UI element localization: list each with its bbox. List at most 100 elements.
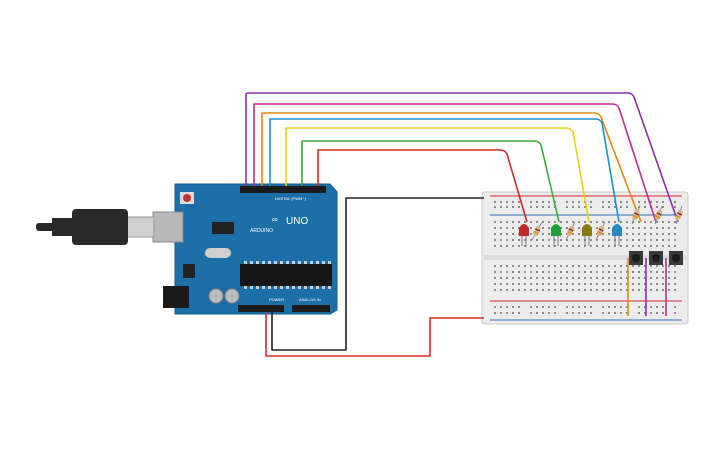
terminal-hole (572, 233, 574, 235)
chip-pin (280, 261, 283, 264)
pushbutton-3 (669, 251, 683, 265)
terminal-hole (578, 233, 580, 235)
terminal-hole (596, 265, 598, 267)
reset-button-cap (183, 194, 191, 202)
usb-plug-icon (36, 209, 155, 245)
terminal-hole (590, 239, 592, 241)
terminal-hole (674, 245, 676, 247)
rail-hole (662, 312, 664, 314)
resistor-body (533, 226, 541, 236)
rail-hole (614, 206, 616, 208)
terminal-hole (662, 239, 664, 241)
rail-hole (548, 312, 550, 314)
terminal-hole (566, 277, 568, 279)
terminal-hole (494, 265, 496, 267)
terminal-hole (554, 289, 556, 291)
terminal-hole (596, 221, 598, 223)
rail-hole (536, 306, 538, 308)
terminal-hole (572, 245, 574, 247)
rail-hole (656, 206, 658, 208)
rail-hole (572, 306, 574, 308)
terminal-hole (536, 245, 538, 247)
terminal-hole (668, 277, 670, 279)
terminal-hole (500, 227, 502, 229)
terminal-hole (500, 239, 502, 241)
rail-hole (530, 306, 532, 308)
terminal-hole (560, 277, 562, 279)
terminal-hole (638, 221, 640, 223)
terminal-hole (632, 239, 634, 241)
power-header-strip (238, 305, 284, 312)
resistor (654, 205, 663, 225)
terminal-hole (602, 271, 604, 273)
terminal-hole (524, 265, 526, 267)
resistor-band (534, 228, 541, 232)
terminal-hole (506, 239, 508, 241)
terminal-hole (560, 283, 562, 285)
terminal-hole (662, 221, 664, 223)
terminal-hole (566, 227, 568, 229)
terminal-hole (578, 245, 580, 247)
terminal-hole (536, 277, 538, 279)
center-channel (484, 255, 686, 260)
terminal-hole (608, 227, 610, 229)
terminal-hole (650, 277, 652, 279)
rail-hole (494, 306, 496, 308)
terminal-hole (554, 283, 556, 285)
chip-pin (274, 261, 277, 264)
terminal-hole (542, 227, 544, 229)
terminal-hole (518, 289, 520, 291)
chip-pin (268, 261, 271, 264)
led-body (612, 224, 622, 236)
rail-hole (548, 306, 550, 308)
terminal-hole (674, 221, 676, 223)
resistor-band (655, 214, 661, 219)
usb-cable-strain-relief (52, 218, 74, 236)
terminal-hole (644, 271, 646, 273)
terminal-hole (626, 245, 628, 247)
pushbutton-cap (672, 254, 680, 262)
terminal-hole (560, 245, 562, 247)
terminal-hole (554, 239, 556, 241)
rail-hole (590, 201, 592, 203)
terminal-hole (632, 245, 634, 247)
terminal-hole (500, 277, 502, 279)
terminal-hole (572, 289, 574, 291)
chip-pin (256, 261, 259, 264)
terminal-hole (500, 265, 502, 267)
terminal-hole (584, 271, 586, 273)
rail-hole (512, 206, 514, 208)
terminal-hole (602, 283, 604, 285)
resistor-body (566, 226, 575, 236)
rail-hole (566, 312, 568, 314)
terminal-hole (596, 283, 598, 285)
terminal-hole (674, 277, 676, 279)
terminal-hole (614, 277, 616, 279)
terminal-hole (566, 289, 568, 291)
terminal-hole (590, 283, 592, 285)
rail-hole (674, 206, 676, 208)
terminal-hole (494, 233, 496, 235)
rail-hole (500, 201, 502, 203)
terminal-hole (650, 271, 652, 273)
terminal-hole (620, 277, 622, 279)
terminal-hole (638, 233, 640, 235)
capacitor-left (208, 288, 224, 304)
wire-purple (245, 92, 679, 223)
pushbuttons (629, 251, 683, 265)
analog-header-strip (292, 305, 330, 312)
terminal-hole (638, 277, 640, 279)
terminal-hole (638, 245, 640, 247)
rail-hole (542, 206, 544, 208)
rail-hole (662, 201, 664, 203)
rail-hole (584, 312, 586, 314)
rail-hole (506, 312, 508, 314)
resistor-band (676, 212, 683, 216)
terminal-hole (644, 239, 646, 241)
terminal-hole (596, 271, 598, 273)
terminal-hole (674, 233, 676, 235)
terminal-hole (536, 239, 538, 241)
terminal-hole (674, 289, 676, 291)
pushbutton-2 (649, 251, 663, 265)
